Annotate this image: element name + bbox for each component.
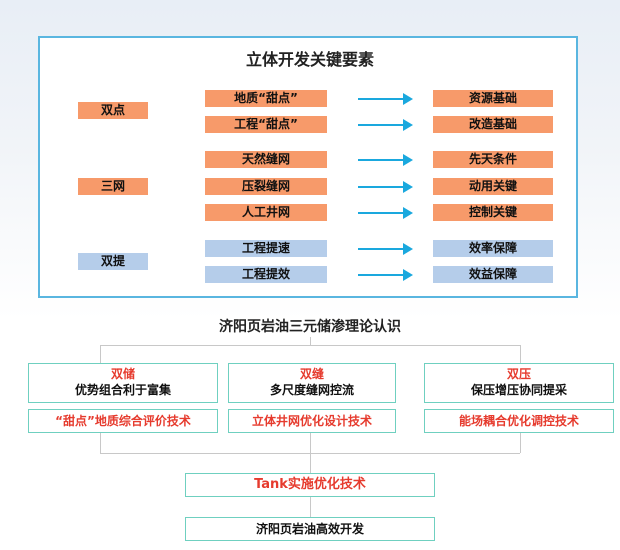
group-label-shuangdian: 双点 — [78, 102, 148, 119]
result-kongzhi-guanjian: 控制关键 — [433, 204, 553, 221]
col-head: 双储 — [110, 367, 135, 381]
theory-title: 济阳页岩油三元储渗理论认识 — [219, 319, 401, 335]
arrow — [358, 93, 413, 105]
col-head: 双缝 — [299, 367, 324, 381]
element-yalie-fengwang: 压裂缝网 — [205, 178, 327, 195]
result-dongyong-guanjian: 动用关键 — [433, 178, 553, 195]
connector-line — [100, 345, 101, 363]
group-label-shuangti: 双提 — [78, 253, 148, 270]
arrow — [358, 243, 413, 255]
theory-col-shuangchu: 双储 优势组合利于富集 — [28, 363, 218, 403]
connector-line — [520, 345, 521, 363]
element-dizhi-tiandian: 地质“甜点” — [205, 90, 327, 107]
tank-optimization-tech: Tank实施优化技术 — [185, 473, 435, 497]
connector-line — [100, 345, 520, 346]
panel-title: 立体开发关键要素 — [245, 50, 374, 69]
tech-well-pattern-design: 立体井网优化设计技术 — [228, 409, 396, 433]
theory-col-shuangfeng: 双缝 多尺度缝网控流 — [228, 363, 396, 403]
result-xiantian-tiaojian: 先天条件 — [433, 151, 553, 168]
arrow — [358, 269, 413, 281]
connector-line — [310, 497, 311, 517]
arrow — [358, 154, 413, 166]
arrow — [358, 207, 413, 219]
group-label-sanwang: 三网 — [78, 178, 148, 195]
efficient-development: 济阳页岩油高效开发 — [185, 517, 435, 541]
col-sub: 保压增压协同提采 — [470, 383, 567, 397]
element-rengong-jingwang: 人工井网 — [205, 204, 327, 221]
arrow — [358, 119, 413, 131]
connector-line — [310, 337, 311, 345]
tech-tiandian-evaluation: “甜点”地质综合评价技术 — [28, 409, 218, 433]
tech-energy-field-control: 能场耦合优化调控技术 — [424, 409, 614, 433]
element-gongcheng-tixiao: 工程提效 — [205, 266, 327, 283]
col-sub: 多尺度缝网控流 — [269, 383, 354, 397]
element-gongcheng-tiandian: 工程“甜点” — [205, 116, 327, 133]
element-tianran-fengwang: 天然缝网 — [205, 151, 327, 168]
result-xiaolv-baozhang: 效率保障 — [433, 240, 553, 257]
result-gaizao-jichu: 改造基础 — [433, 116, 553, 133]
element-gongcheng-tisu: 工程提速 — [205, 240, 327, 257]
result-xiaoyi-baozhang: 效益保障 — [433, 266, 553, 283]
connector-line — [100, 433, 101, 453]
connector-line — [520, 433, 521, 453]
theory-col-shuangya: 双压 保压增压协同提采 — [424, 363, 614, 403]
connector-line — [310, 433, 311, 473]
result-ziyuan-jichu: 资源基础 — [433, 90, 553, 107]
col-head: 双压 — [506, 367, 531, 381]
arrow — [358, 181, 413, 193]
col-sub: 优势组合利于富集 — [74, 383, 171, 397]
